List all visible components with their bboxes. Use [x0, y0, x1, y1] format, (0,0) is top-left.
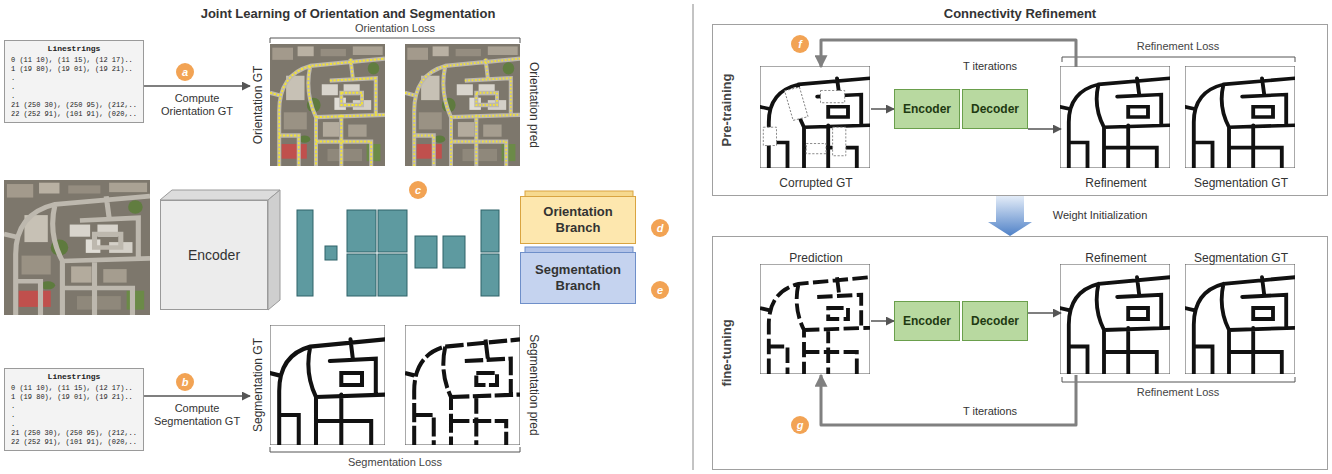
code-line: 0 (11 10), (11 15), (12 17)..	[11, 56, 137, 65]
node-text: Encoder	[188, 247, 240, 263]
code-line: .	[11, 74, 137, 83]
code-line: .	[11, 411, 137, 420]
callout-letter: d	[651, 219, 669, 237]
flow-arrow	[144, 85, 250, 87]
image-panel: Segmentation GT	[250, 325, 385, 445]
orientation-gt-image	[270, 44, 385, 166]
image-panel: Prediction	[761, 251, 871, 375]
loss-label: Orientation Loss	[295, 22, 495, 35]
loop-arrow	[821, 40, 1076, 67]
code-line: 1 (19 80), (19 01), (19 21)..	[11, 65, 137, 74]
node-text: Orientation pred	[526, 62, 542, 148]
stage-panel: fine-tuningPredictionEncoderDecoderRefin…	[712, 236, 1328, 470]
process-box: Orientation Branch	[520, 196, 636, 244]
loss-brackets	[270, 38, 1295, 452]
node-text: fine-tuning	[718, 319, 736, 386]
node-text: Segmentation GT	[250, 338, 266, 432]
process-box: Encoder	[160, 200, 268, 310]
callout-letter: f	[791, 35, 809, 53]
image-panel: Orientation GT	[250, 44, 385, 166]
node-text: Orientation Branch	[521, 204, 635, 236]
callout-letter: b	[176, 373, 194, 391]
node-text: Linestrings	[11, 44, 137, 54]
node-text: Orientation GT	[250, 66, 266, 145]
image-panel: Orientation pred	[405, 44, 542, 166]
callout-letter: c	[409, 181, 427, 199]
callout-letter: e	[651, 281, 669, 299]
decoder-blocks	[297, 210, 499, 296]
loss-label: Segmentation Loss	[295, 456, 495, 469]
node-text: Encoder	[903, 102, 951, 116]
node-text: Segmentation GT	[1166, 251, 1316, 265]
edge-label: T iterations	[935, 60, 1045, 73]
code-line: 22 (252 91), (101 91), (020,..	[11, 110, 137, 119]
callout-letter: g	[791, 416, 809, 434]
code-line: 21 (250 30), (250 95), (212,..	[11, 429, 137, 438]
node-text: Decoder	[971, 314, 1019, 328]
orientation-pred-image	[405, 44, 520, 166]
edge-label: T iterations	[935, 405, 1045, 418]
flow-arrow	[1028, 312, 1061, 314]
flow-arrow	[871, 108, 894, 110]
node-text: Corrupted GT	[741, 175, 891, 191]
edge-label: Compute Segmentation GT	[149, 402, 245, 428]
loss-label: Refinement Loss	[1078, 386, 1278, 399]
image-panel: Refinement	[1061, 67, 1171, 191]
image-panel: Segmentation GT	[1186, 67, 1296, 191]
linestring-box: Linestrings 0 (11 10), (11 15), (12 17)..…	[4, 368, 144, 451]
node-text: Segmentation pred	[526, 334, 542, 435]
node-text: Prediction	[741, 251, 891, 265]
code-line: .	[11, 83, 137, 92]
image-panel: Refinement	[1061, 251, 1171, 375]
process-box: Decoder	[962, 301, 1028, 341]
linestring-box: Linestrings 0 (11 10), (11 15), (12 17)..…	[4, 40, 144, 123]
segmentation-masks	[270, 66, 1295, 445]
edge-label: Compute Orientation GT	[149, 92, 245, 118]
divider	[693, 4, 694, 470]
section-title: Connectivity Refinement	[810, 6, 1230, 21]
process-box: Encoder	[894, 301, 960, 341]
code-line: 21 (250 30), (250 95), (212,..	[11, 101, 137, 110]
code-line: 0 (11 10), (11 15), (12 17)..	[11, 384, 137, 393]
node-text: Encoder	[903, 314, 951, 328]
section-title: Joint Learning of Orientation and Segmen…	[138, 6, 558, 21]
node-text: Linestrings	[11, 372, 137, 382]
callout-letter: a	[176, 63, 194, 81]
process-box: Encoder	[894, 89, 960, 129]
loss-label: Refinement Loss	[1078, 40, 1278, 53]
flow-arrow	[1028, 128, 1061, 130]
node-text: Segmentation Branch	[521, 262, 635, 294]
node-text: Refinement	[1041, 175, 1191, 191]
edge-label: Weight Initialization	[1035, 209, 1165, 222]
node-text: Segmentation GT	[1166, 175, 1316, 191]
node-text: Pre-training	[718, 74, 736, 147]
flow-arrow	[871, 320, 894, 322]
process-box: Decoder	[962, 89, 1028, 129]
code-line: 22 (252 91), (101 91), (020,..	[11, 438, 137, 447]
image-panel: Segmentation GT	[1186, 251, 1296, 375]
flow-arrow	[144, 395, 250, 397]
image-panel: Corrupted GT	[761, 67, 871, 191]
code-line: .	[11, 92, 137, 101]
loop-arrow	[821, 375, 1076, 425]
process-box: Segmentation Branch	[520, 252, 636, 304]
node-text: Decoder	[971, 102, 1019, 116]
input-image	[4, 180, 150, 315]
code-line: .	[11, 420, 137, 429]
transfer-arrow	[988, 196, 1032, 236]
code-line: .	[11, 402, 137, 411]
code-line: 1 (19 80), (19 01), (19 21)..	[11, 393, 137, 402]
encoder-3d-faces	[160, 190, 280, 310]
node-text: Refinement	[1041, 251, 1191, 265]
image-panel: Segmentation pred	[405, 325, 542, 445]
